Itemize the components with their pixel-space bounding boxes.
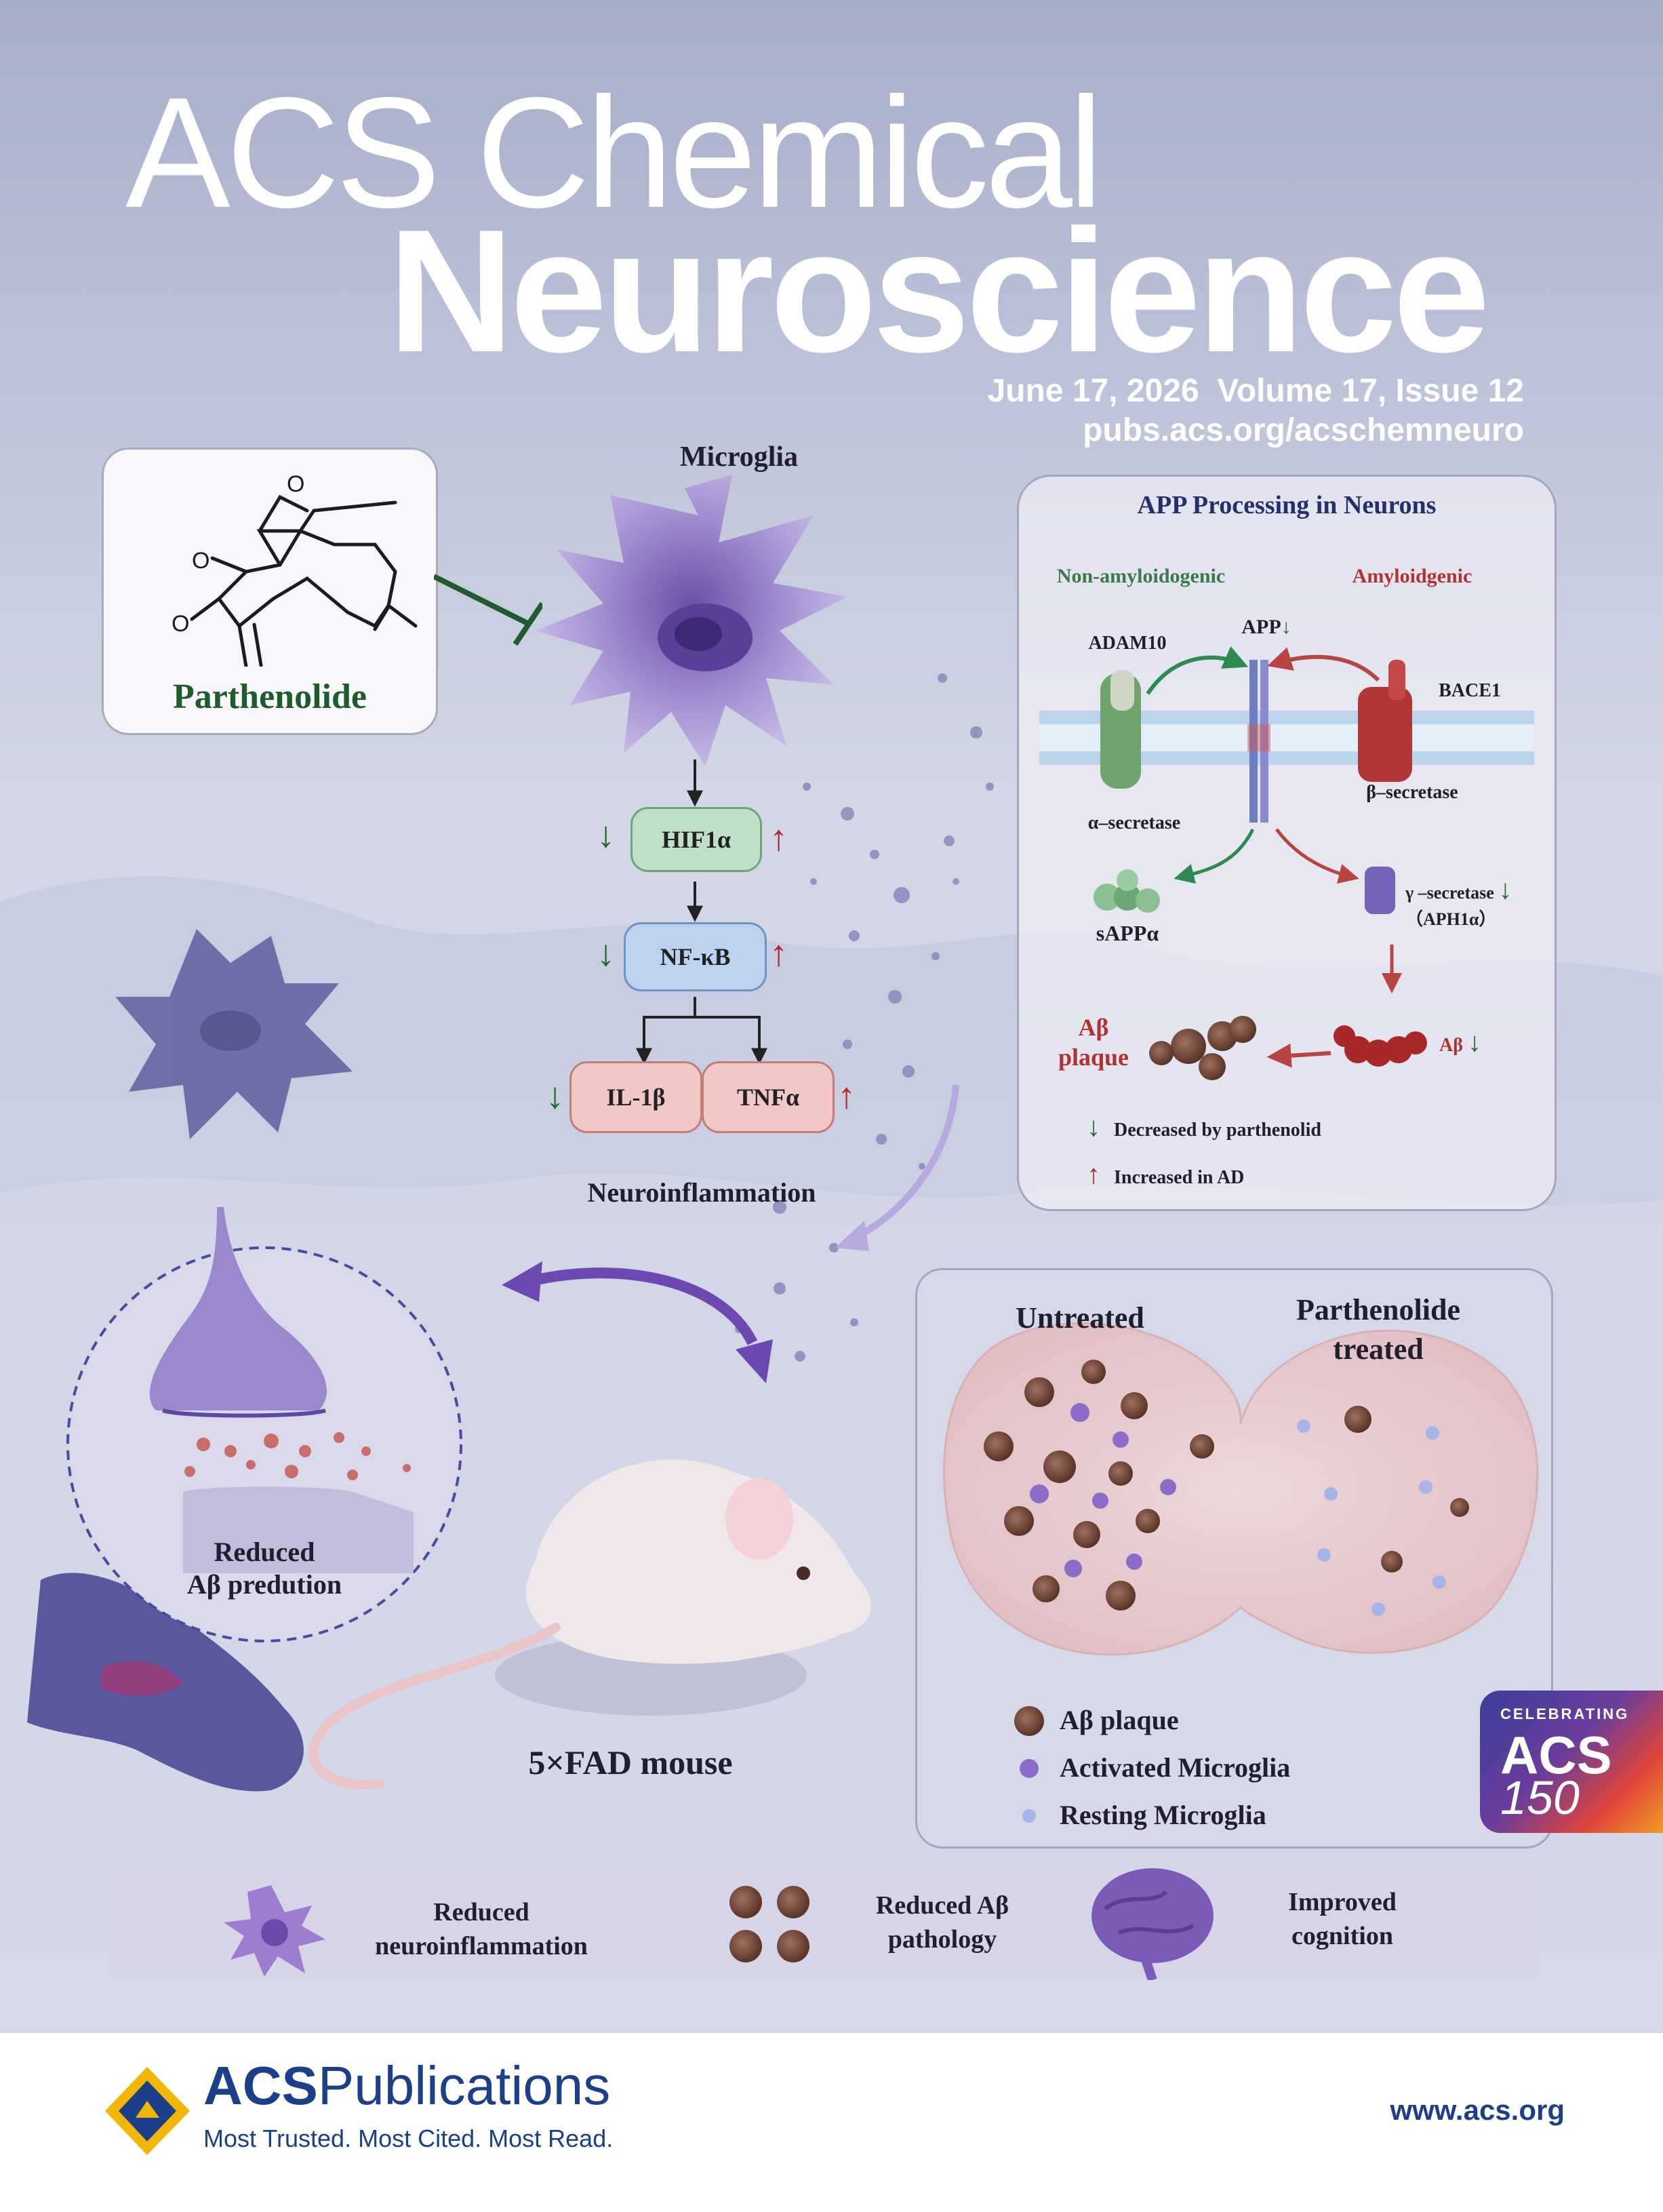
- pathway-node-nfkb: NF-κB: [624, 922, 767, 991]
- website-link[interactable]: www.acs.org: [1390, 2094, 1565, 2126]
- arrow-up-icon: ↑: [769, 818, 788, 858]
- inhibition-arrow: [434, 574, 542, 646]
- journal-cover: ACS Chemical Neuroscience June 17, 2026 …: [0, 0, 1663, 2033]
- treated-label-line2: treated: [1333, 1332, 1424, 1366]
- brain-panel: Untreated Parthenolide treated Aβ plaque…: [915, 1268, 1553, 1849]
- issue-date-volume: June 17, 2026 Volume 17, Issue 12: [987, 373, 1524, 409]
- outcome-1-line2: neuroinflammation: [375, 1932, 588, 1960]
- arrow-down-icon: ↓: [1498, 874, 1512, 905]
- synapse-caption-line2: Aβ predution: [186, 1569, 342, 1600]
- amyloidogenic-label: Amyloidgenic: [1352, 565, 1472, 587]
- plaque-outcome-icon: [729, 1886, 809, 1962]
- non-amyloidogenic-label: Non-amyloidogenic: [1056, 565, 1226, 587]
- acs-logo-icon: [105, 2067, 190, 2155]
- outcome-cognition: Improved cognition: [1241, 1885, 1444, 1953]
- legend-increased-text: Increased in AD: [1114, 1167, 1245, 1188]
- publisher-name-publications: Publications: [317, 2055, 611, 2116]
- arrow-up-icon: ↑: [837, 1075, 856, 1116]
- badge-150: 150: [1500, 1771, 1580, 1824]
- microglia-outcome-icon: [224, 1885, 325, 1977]
- outcome-neuroinflammation: Reduced neuroinflammation: [353, 1895, 610, 1963]
- publisher-name: ACSPublications: [203, 2059, 610, 2113]
- parthenolide-box: O O O Parthenolide: [102, 448, 438, 735]
- treated-label-line1: Parthenolide: [1296, 1293, 1460, 1326]
- arrow-down-icon: ↓: [546, 1075, 564, 1116]
- alpha-secretase-label: α–secretase: [1087, 812, 1181, 833]
- arrow-down-icon: ↓: [1281, 616, 1291, 638]
- gamma-text: γ –secretase: [1405, 883, 1494, 903]
- treated-label: Parthenolide treated: [1243, 1290, 1514, 1369]
- acs150-badge: CELEBRATING ACS 150: [1480, 1691, 1663, 1833]
- arrow-down-icon: ↓: [597, 933, 615, 974]
- bace1-label: BACE1: [1439, 680, 1501, 701]
- brain-outcome-icon: [1091, 1868, 1214, 1980]
- journal-url[interactable]: pubs.acs.org/acschemneuro: [1083, 412, 1524, 448]
- publisher-tagline: Most Trusted. Most Cited. Most Read.: [203, 2125, 614, 2152]
- adam10-label: ADAM10: [1088, 633, 1167, 654]
- microglia-cell: [536, 448, 847, 766]
- brain-markers: [984, 1360, 1469, 1823]
- untreated-label: Untreated: [1016, 1301, 1144, 1335]
- outcome-2-line2: pathology: [887, 1925, 997, 1954]
- legend-decreased: ↓ Decreased by parthenolid: [1087, 1111, 1494, 1143]
- publisher-name-acs: ACS: [203, 2055, 318, 2116]
- abeta-text: Aβ: [1439, 1035, 1463, 1056]
- svg-text:O: O: [192, 548, 209, 574]
- arrow-down-icon: ↓: [1087, 1111, 1100, 1142]
- svg-text:O: O: [287, 471, 304, 497]
- synapse-caption: Reduced Aβ predution: [156, 1536, 373, 1601]
- abeta-plaque-label: Aβ plaque: [1046, 1012, 1141, 1072]
- legend-activated-microglia: Activated Microglia: [1060, 1752, 1291, 1783]
- arrow-up-icon: ↑: [1087, 1159, 1100, 1189]
- arrow-up-icon: ↑: [769, 933, 788, 974]
- pathway-node-hif1a: HIF1α: [630, 807, 762, 872]
- app-text: APP: [1241, 616, 1281, 638]
- synapse-caption-line1: Reduced: [214, 1537, 315, 1567]
- outcome-abeta-pathology: Reduced Aβ pathology: [827, 1889, 1058, 1956]
- app-panel-title: APP Processing in Neurons: [1137, 491, 1437, 519]
- microglia-title: Microglia: [679, 441, 799, 473]
- legend-plaque: Aβ plaque: [1060, 1705, 1179, 1735]
- pathway-node-il1b: IL-1β: [569, 1061, 702, 1133]
- aph1a-text: （APH1α）: [1405, 909, 1497, 929]
- pathway-node-tnfa: TNFα: [702, 1061, 835, 1133]
- publisher-footer: ACSPublications Most Trusted. Most Cited…: [0, 2033, 1663, 2212]
- arrow-down-icon: ↓: [1467, 1027, 1481, 1057]
- svg-text:O: O: [172, 611, 189, 637]
- gamma-secretase-text: γ –secretase ↓: [1405, 873, 1555, 905]
- journal-title-line2: Neuroscience: [388, 193, 1490, 389]
- mouse-illustration: [308, 1459, 871, 1790]
- neuroinflammation-caption: Neuroinflammation: [587, 1177, 816, 1208]
- badge-acs: ACS: [1500, 1725, 1612, 1785]
- outcome-icons: [224, 1868, 1214, 1980]
- gamma-secretase-label: γ –secretase ↓ （APH1α）: [1405, 873, 1555, 930]
- abeta-label: Aβ ↓: [1439, 1026, 1534, 1058]
- outcome-3-line1: Improved: [1288, 1888, 1397, 1916]
- app-label: APP↓: [1222, 616, 1310, 639]
- legend-increased: ↑ Increased in AD: [1087, 1158, 1494, 1190]
- beta-secretase-label: β–secretase: [1366, 782, 1458, 803]
- app-diagram: [1039, 646, 1534, 1080]
- badge-celebrating: CELEBRATING: [1500, 1705, 1630, 1722]
- compound-name: Parthenolide: [173, 677, 367, 716]
- synapse-illustration: [66, 1207, 462, 1642]
- outcome-1-line1: Reduced: [433, 1898, 529, 1927]
- abeta-plaque-line2: plaque: [1058, 1044, 1129, 1071]
- parthenolide-structure: O O O: [172, 471, 418, 667]
- issue-info: June 17, 2026 Volume 17, Issue 12 pubs.a…: [987, 372, 1524, 450]
- abeta-plaque-line1: Aβ: [1078, 1014, 1109, 1041]
- legend-resting-microglia: Resting Microglia: [1060, 1800, 1266, 1830]
- arrow-down-icon: ↓: [597, 814, 615, 855]
- sapp-alpha-label: sAPPα: [1096, 921, 1159, 945]
- journal-title-line1: ACS Chemical: [125, 65, 1103, 241]
- outcome-3-line2: cognition: [1291, 1922, 1393, 1950]
- mouse-caption: 5×FAD mouse: [528, 1743, 733, 1781]
- legend-decreased-text: Decreased by parthenolid: [1114, 1120, 1321, 1141]
- app-processing-panel: APP Processing in Neurons Non-amyloidoge…: [1017, 475, 1557, 1211]
- outcome-2-line1: Reduced Aβ: [875, 1891, 1009, 1920]
- pathway-arrows: [636, 759, 767, 1065]
